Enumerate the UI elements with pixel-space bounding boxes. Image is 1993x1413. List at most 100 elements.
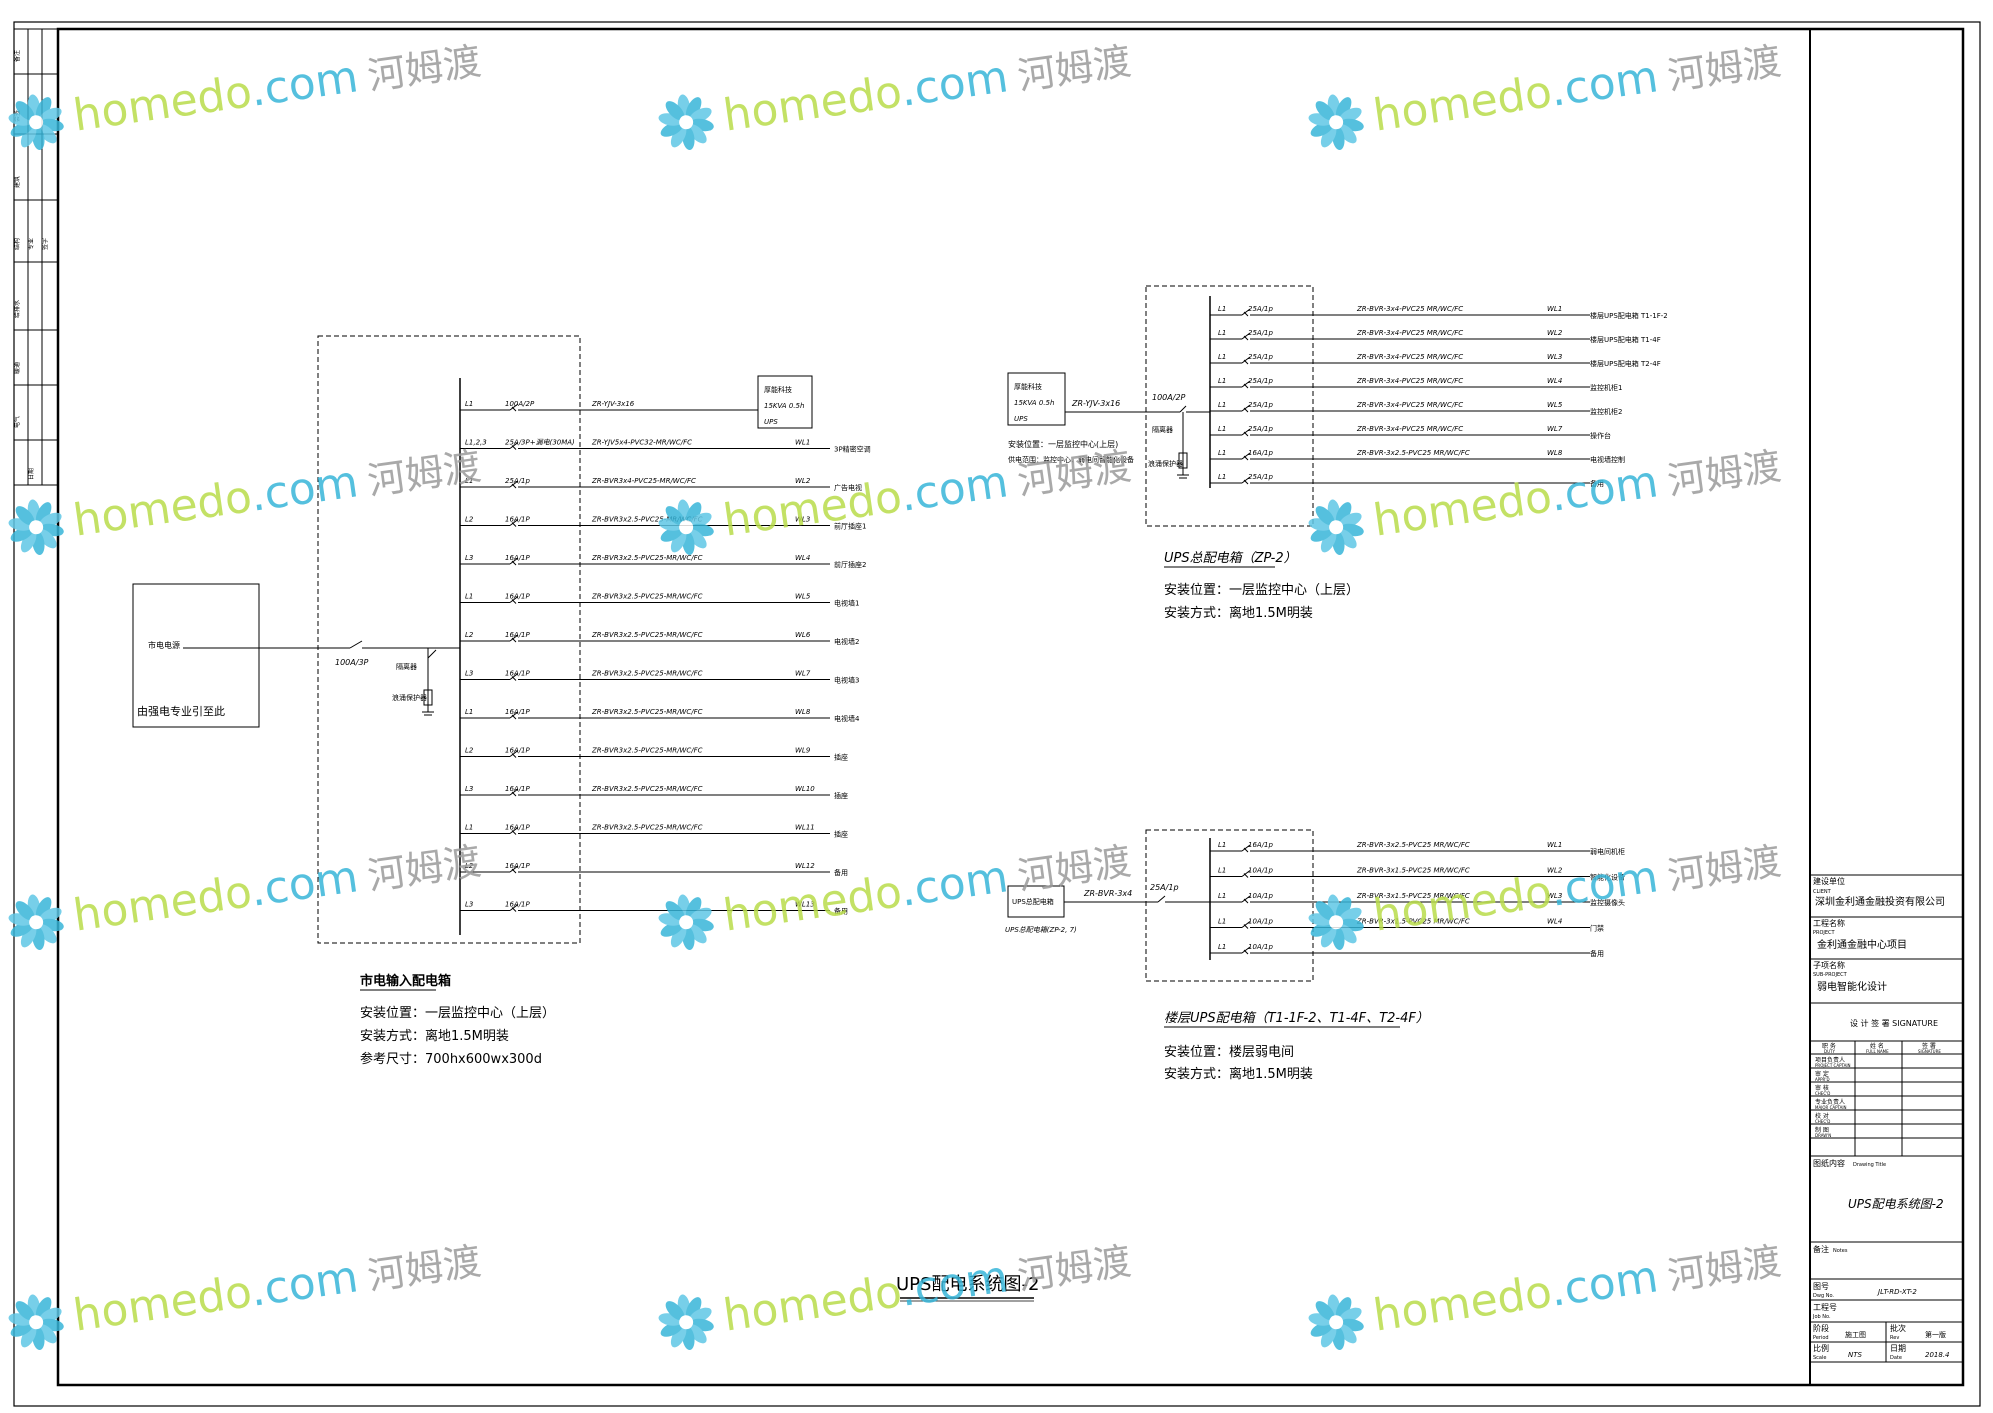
circuit-phase: L2: [465, 516, 474, 524]
breaker-symbol: [509, 788, 519, 796]
breaker-symbol: [1241, 332, 1251, 340]
circuit-cable: ZR-BVR3x2.5-PVC25-MR/WC/FC: [591, 670, 703, 678]
circuit-breaker: 25A/1p: [1248, 329, 1274, 337]
breaker-symbol: [1243, 455, 1249, 461]
notes-label: 备注: [1813, 1244, 1829, 1254]
flower-center: [679, 115, 694, 130]
circuit-cable: ZR-BVR-3x4-PVC25 MR/WC/FC: [1356, 305, 1463, 313]
flower-petal: [15, 101, 35, 121]
signature-header: 设 计 签 署 SIGNATURE: [1850, 1018, 1938, 1028]
side-strip: 备注 会签 建筑 结构 给排水 暖通 电气 专业 签字 日期: [13, 28, 59, 486]
breaker-symbol: [509, 750, 519, 757]
client-name: 深圳金利通金融投资有限公司: [1815, 895, 1945, 908]
col-sign: 签 署: [1922, 1042, 1936, 1050]
flower-petal: [660, 526, 683, 542]
role-label-en: MAJOR CAPTAIN: [1815, 1105, 1847, 1110]
breaker-symbol: [511, 753, 517, 758]
client-en: CLIENT: [1813, 889, 1832, 895]
watermark-text: homedo.com河姆渡: [70, 439, 484, 547]
breaker-symbol: [1241, 428, 1251, 436]
surge-protector-label: 浪涌保护器: [392, 693, 427, 702]
flower-logo-icon: [8, 499, 64, 555]
watermark-brand: homedo: [70, 1266, 254, 1341]
flower-petal: [689, 107, 712, 123]
ups-box-line2: 15KVA 0.5h: [764, 402, 804, 410]
circuit-breaker: 10A/1p: [1248, 918, 1274, 926]
circuit-number: WL2: [1547, 329, 1563, 337]
flower-center: [29, 915, 44, 930]
circuit-number: WL9: [795, 747, 811, 755]
subproject-en: SUB-PROJECT: [1813, 972, 1848, 978]
circuit-phase: L3: [465, 901, 473, 909]
watermark-cn: 河姆渡: [1015, 39, 1134, 98]
surge-protector-label-right: 浪涌保护器: [1148, 459, 1183, 468]
breaker-symbol: [1241, 404, 1251, 412]
circuit-number: WL7: [795, 670, 811, 678]
drawing-title: UPS配电系统图-2: [1848, 1197, 1944, 1211]
flower-petal: [665, 101, 685, 121]
circuit-phase: L1: [1218, 401, 1226, 409]
circuit-load: 监控机柜1: [1590, 383, 1622, 392]
breaker-symbol: [511, 868, 517, 874]
circuit-load: 备用: [834, 907, 848, 916]
breaker-symbol: [1243, 383, 1249, 389]
circuit-breaker: 25A/1p: [1248, 425, 1274, 433]
circuit-number: WL1: [795, 439, 810, 447]
watermark-cn: 河姆渡: [1665, 444, 1784, 503]
main-breaker-label: 100A/3P: [335, 658, 369, 667]
breaker-symbol: [1243, 311, 1249, 317]
watermark-layer: homedo.com河姆渡 homedo.com河姆渡 homedo.com河姆渡 h…: [8, 39, 1784, 1350]
watermark-cn: 河姆渡: [365, 839, 484, 898]
circuit-phase: L1: [1218, 918, 1226, 926]
flower-petal: [685, 1297, 702, 1320]
circuit-cable: ZR-BVR3x2.5-PVC25-MR/WC/FC: [591, 824, 703, 832]
circuit-phase: L3: [465, 554, 473, 562]
breaker-symbol: [511, 676, 517, 681]
scale-label: 比例: [1813, 1343, 1829, 1353]
flower-petal: [15, 1301, 35, 1321]
flower-logo-icon: [8, 94, 64, 150]
circuit-cable: ZR-BVR3x4-PVC25-MR/WC/FC: [591, 477, 696, 485]
flower-petal: [1337, 1324, 1357, 1344]
circuit-cable: ZR-BVR-3x1.5-PVC25 MR/WC/FC: [1356, 918, 1470, 926]
watermark-com: com: [911, 1251, 1011, 1315]
flower-center: [1329, 915, 1344, 930]
circuit-number: WL8: [1547, 449, 1563, 457]
flower-petal: [660, 121, 683, 137]
circuit-phase: L1: [1218, 867, 1226, 875]
drawing-en: Drawing Title: [1853, 1162, 1886, 1168]
breaker-symbol: [1243, 479, 1249, 485]
date-value: 2018.4: [1925, 1351, 1950, 1359]
flower-petal: [37, 124, 57, 144]
circuit-load: 楼层UPS配电箱 T1-1F-2: [1590, 311, 1668, 320]
mains-source-note: 由强电专业引至此: [137, 704, 225, 718]
stage-value: 施工图: [1845, 1330, 1866, 1339]
watermark-text: homedo.com河姆渡: [720, 1234, 1134, 1342]
diagram-title: UPS配电系统图-2: [896, 1274, 1039, 1295]
circuit-breaker: 10A/1p: [1248, 943, 1274, 951]
right-top-note: 安装位置：一层监控中心（上层）: [1164, 583, 1359, 598]
flower-petal: [687, 124, 707, 144]
flower-petal: [1337, 124, 1357, 144]
flower-petal: [1320, 925, 1337, 948]
circuit-load: 前厅插座1: [834, 522, 866, 531]
flower-petal: [1315, 901, 1335, 921]
circuit-cable: ZR-BVR-3x4-PVC25 MR/WC/FC: [1356, 401, 1463, 409]
date-en: Date: [1890, 1355, 1902, 1361]
circuit-breaker: 16A/1P: [505, 593, 531, 601]
right-bottom-panel: UPS总配电箱 UPS总配电箱(ZP-2, 7) ZR-BVR-3x4 25A/…: [1005, 829, 1625, 1082]
flower-logo-icon: [658, 499, 714, 555]
outer-frame: [13, 21, 1981, 1407]
ups-box-line3: UPS: [764, 418, 778, 426]
project-label: 工程名称: [1813, 918, 1845, 928]
circuit-load: 楼层UPS配电箱 T1-4F: [1590, 335, 1661, 344]
circuit-cable: ZR-BVR-3x4-PVC25 MR/WC/FC: [1356, 425, 1463, 433]
project-name: 金利通金融中心项目: [1817, 938, 1907, 951]
watermark-com: com: [261, 456, 361, 520]
watermark: homedo.com河姆渡: [658, 839, 1134, 950]
watermark-cn: 河姆渡: [1665, 839, 1784, 898]
role-label-en: CHEC'D: [1815, 1091, 1830, 1096]
flower-logo-icon: [658, 894, 714, 950]
